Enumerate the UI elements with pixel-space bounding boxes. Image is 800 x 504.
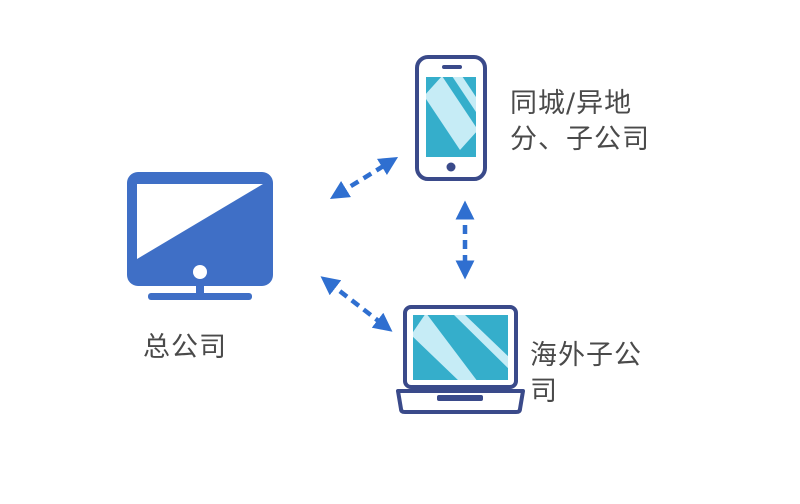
overseas-label-line-2: 司 [530, 376, 558, 407]
arrow-hq-overseas [320, 276, 393, 332]
arrow-hq-branch [329, 157, 399, 199]
overseas-label: 海外子公 司 [530, 338, 642, 410]
headquarters-label-text: 总公司 [143, 332, 227, 363]
smartphone-icon [415, 55, 487, 181]
overseas-label-line-1: 海外子公 [530, 340, 642, 371]
branch-label-line-2: 分、子公司 [510, 124, 650, 155]
desktop-monitor-icon [127, 172, 273, 300]
branch-label: 同城/异地 分、子公司 [510, 86, 650, 158]
branch-label-line-1: 同城/异地 [510, 88, 633, 119]
headquarters-label: 总公司 [143, 330, 227, 366]
laptop-icon [396, 305, 525, 414]
